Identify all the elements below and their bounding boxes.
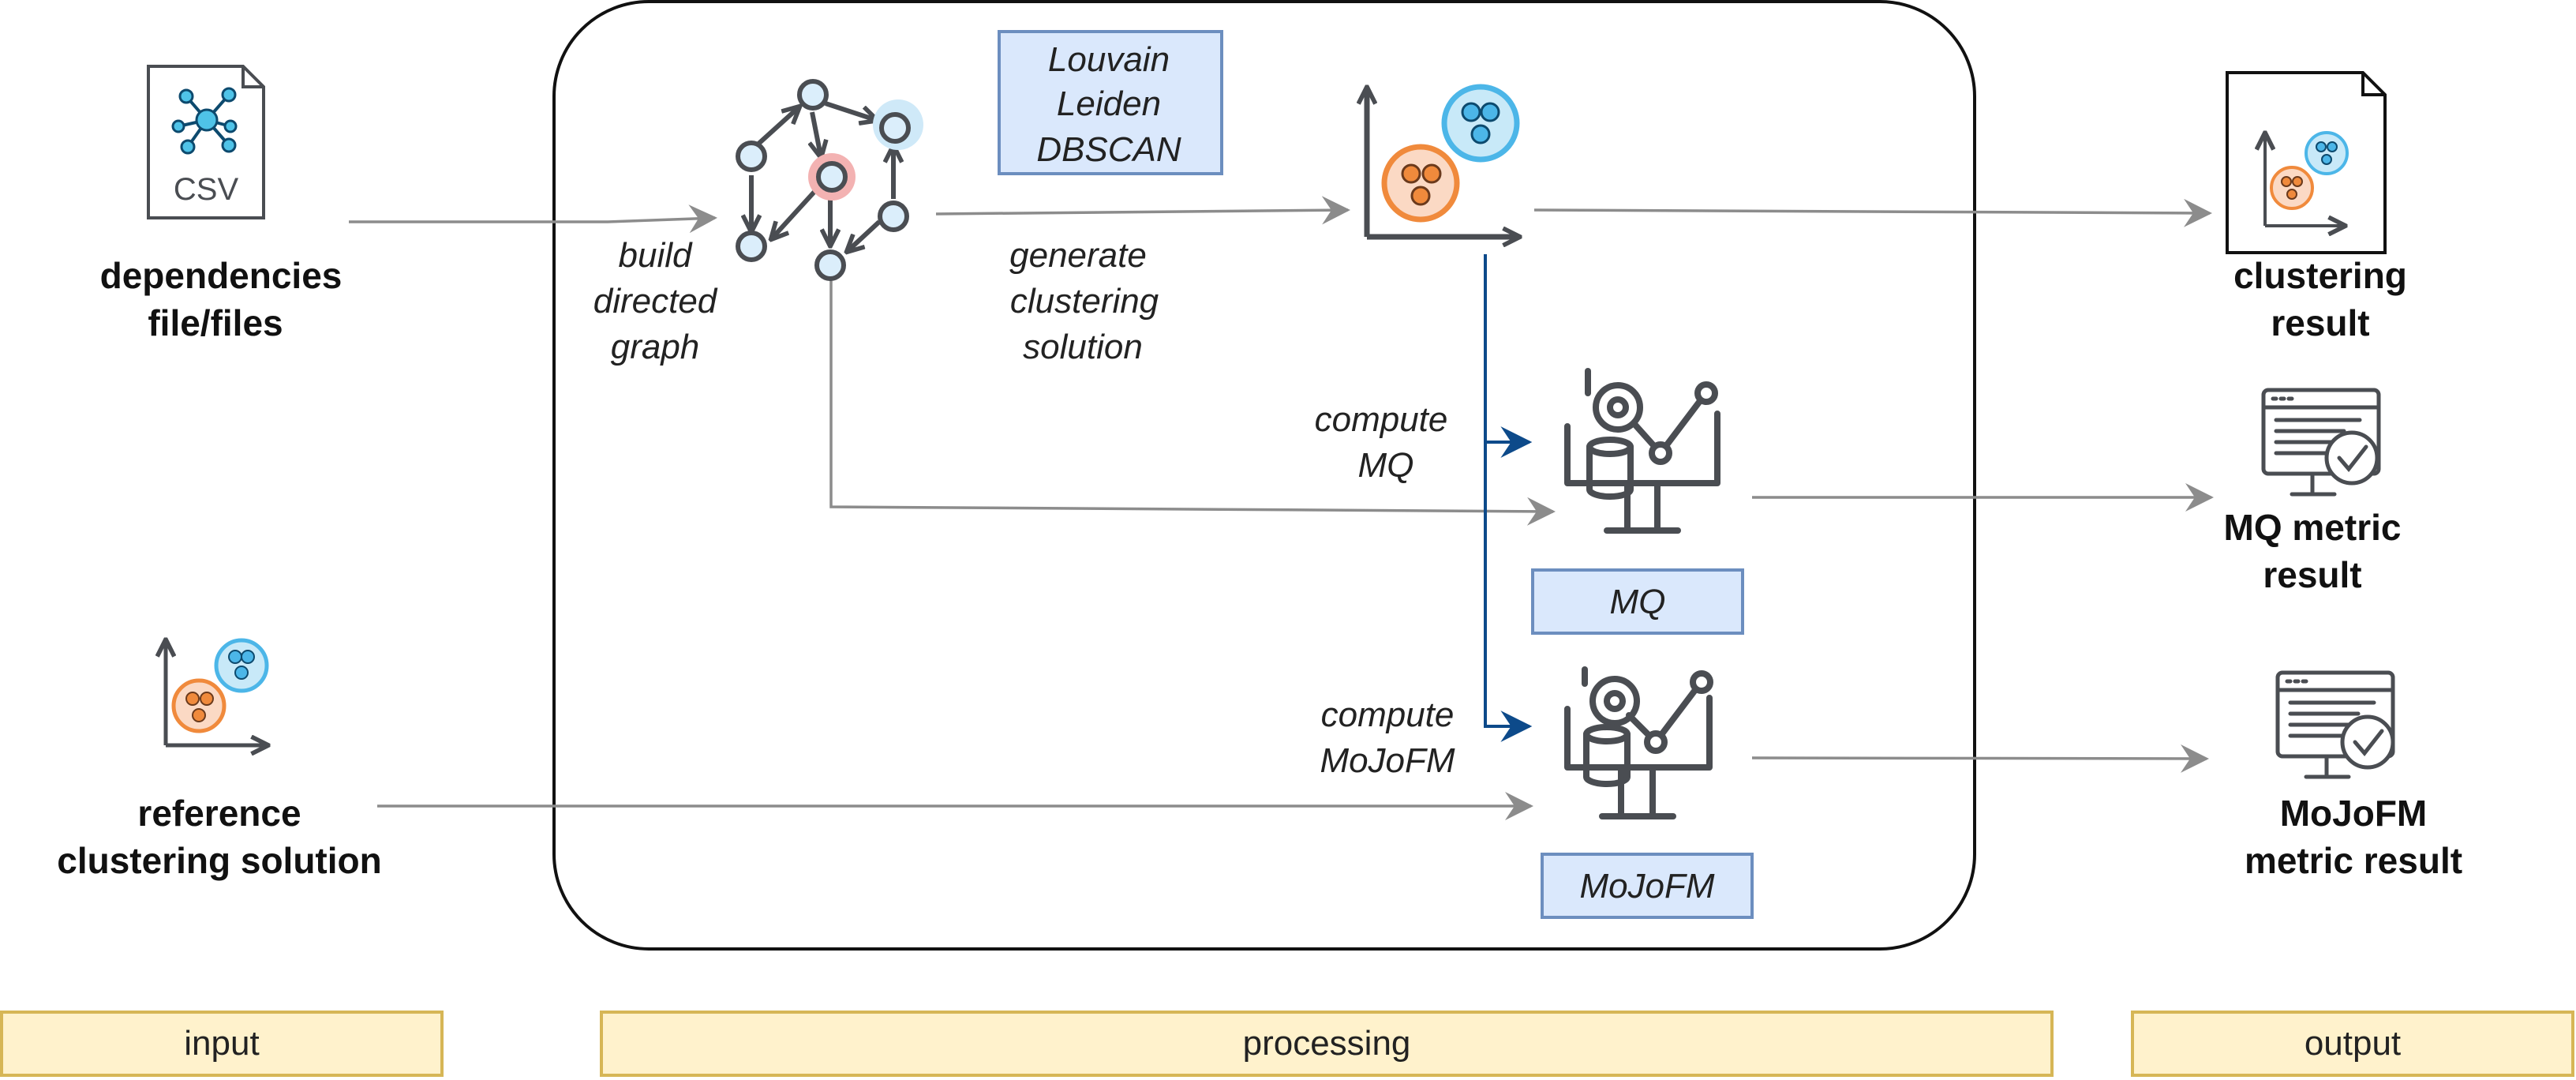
arrow-mojofm-to-result bbox=[1751, 744, 2209, 773]
build-graph-label-line1: build bbox=[619, 236, 693, 275]
mq-analytics-monitor-icon bbox=[1564, 368, 1720, 534]
mq-box-label: MQ bbox=[1610, 583, 1666, 621]
generate-label-line2: clustering bbox=[1010, 282, 1159, 321]
mq-box bbox=[1531, 568, 1744, 635]
processing-band bbox=[600, 1011, 2054, 1077]
build-graph-label-line2: directed bbox=[593, 282, 718, 321]
mojofm-box bbox=[1541, 853, 1754, 919]
algorithm-leiden: Leiden bbox=[1057, 84, 1161, 123]
reference-label-line1: reference bbox=[137, 793, 301, 834]
clustering-result-document-icon bbox=[2226, 71, 2387, 254]
mojofm-result-monitor-check-icon bbox=[2275, 670, 2395, 779]
arrow-csv-to-graph bbox=[349, 204, 717, 234]
algorithm-dbscan: DBSCAN bbox=[1036, 130, 1181, 169]
input-band-label: input bbox=[184, 1024, 259, 1063]
algorithms-box bbox=[998, 30, 1223, 175]
mq-result-monitor-check-icon bbox=[2261, 388, 2381, 497]
compute-mq-label-line2: MQ bbox=[1358, 446, 1414, 485]
compute-mojofm-label-line1: compute bbox=[1321, 696, 1455, 734]
build-graph-label-line3: graph bbox=[611, 328, 700, 366]
mojofm-result-label-line1: MoJoFM bbox=[2280, 793, 2428, 834]
mq-result-label-line2: result bbox=[2263, 554, 2361, 595]
mojofm-box-label: MoJoFM bbox=[1579, 867, 1714, 906]
reference-cluster-chart-icon bbox=[166, 640, 267, 745]
arrow-graph-to-chart bbox=[935, 196, 1350, 225]
compute-mq-label-line1: compute bbox=[1315, 400, 1448, 439]
arrow-graph-to-mq bbox=[829, 275, 1556, 526]
directed-graph-icon bbox=[736, 79, 923, 281]
generate-label-line1: generate bbox=[1009, 236, 1147, 275]
compute-mojofm-label-line2: MoJoFM bbox=[1320, 741, 1455, 780]
mq-result-label-line1: MQ metric bbox=[2224, 507, 2402, 548]
csv-file-icon: CSV bbox=[147, 65, 265, 219]
clustering-chart-icon bbox=[1367, 84, 1518, 237]
processing-band-label: processing bbox=[1243, 1024, 1411, 1063]
input-band bbox=[0, 1011, 444, 1077]
mojofm-result-label-line2: metric result bbox=[2245, 840, 2462, 881]
output-band-label: output bbox=[2305, 1024, 2401, 1063]
dependencies-label-line1: dependencies bbox=[100, 255, 343, 296]
arrow-chart-to-clustering-result bbox=[1533, 198, 2212, 227]
clustering-result-label-line1: clustering bbox=[2233, 255, 2407, 296]
output-band bbox=[2131, 1011, 2574, 1077]
generate-label-line3: solution bbox=[1023, 328, 1143, 366]
processing-container bbox=[552, 0, 1976, 951]
flow-arrows bbox=[349, 196, 2214, 820]
blue-compute-arrows bbox=[1484, 254, 1533, 742]
mojofm-analytics-monitor-icon bbox=[1564, 666, 1713, 819]
reference-label-line2: clustering solution bbox=[57, 840, 381, 881]
algorithm-louvain: Louvain bbox=[1048, 40, 1170, 79]
clustering-result-label-line2: result bbox=[2271, 302, 2369, 343]
csv-label: CSV bbox=[174, 172, 239, 207]
dependencies-label-line2: file/files bbox=[148, 302, 283, 343]
